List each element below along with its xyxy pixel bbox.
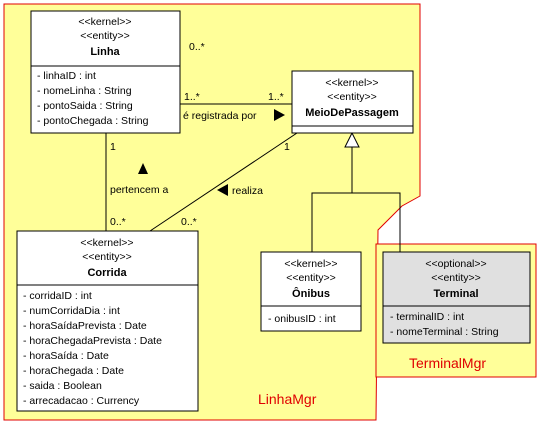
class-meio-stereotype-1: <<kernel>> [325,77,378,89]
assoc-label-registrada: é registrada por [183,110,257,122]
class-corrida-attr: - arrecadacao : Currency [23,395,140,407]
class-linha-stereotype-1: <<kernel>> [78,16,131,28]
class-corrida-stereotype-1: <<kernel>> [80,237,133,249]
class-meiodepassagem[interactable]: <<kernel>> <<entity>> MeioDePassagem [291,70,414,134]
mult-registrada-meio: 1..* [268,91,284,103]
assoc-line-realiza [149,126,307,232]
class-terminal-box [382,251,531,344]
assoc-label-realiza: realiza [232,185,263,197]
class-corrida-attr: - horaSaídaPrevista : Date [23,320,147,332]
class-onibus-box [260,251,362,332]
assoc-label-pertencem: pertencem a [110,184,169,196]
class-onibus[interactable]: <<kernel>> <<entity>> Ônibus - onibusID … [260,251,362,332]
class-meio-name: MeioDePassagem [305,107,399,119]
class-corrida-attr: - saida : Boolean [23,380,102,392]
class-meio-box [291,70,414,134]
class-onibus-stereotype-2: <<entity>> [286,272,336,284]
class-linha-attr: - pontoSaida : String [37,100,133,112]
class-terminal-stereotype-1: <<optional>> [425,258,486,270]
class-corrida-name: Corrida [87,267,127,279]
generalization-line-terminal [352,192,401,252]
class-corrida[interactable]: <<kernel>> <<entity>> Corrida - corridaI… [16,230,199,412]
class-corrida-attr: - corridaID : int [23,290,92,302]
class-linha-attr: - nomeLinha : String [37,85,132,97]
class-onibus-stereotype-1: <<kernel>> [284,258,337,270]
generalization-arrow [344,131,360,148]
class-linha-attr: - linhaID : int [37,70,96,82]
class-onibus-attr: - onibusID : int [268,313,336,325]
class-terminal-stereotype-2: <<entity>> [431,272,481,284]
class-linha-name: Linha [90,46,120,58]
class-corrida-attr: - horaChegadaPrevista : Date [23,335,162,347]
class-linha-box [30,10,181,134]
class-corrida-stereotype-2: <<entity>> [82,251,132,263]
generalization-line-onibus [311,147,353,252]
mult-realiza-meio: 1 [284,141,290,153]
direction-arrow-pertencem [138,163,148,174]
class-terminal-attr: - terminalID : int [390,311,464,323]
class-corrida-box [16,230,199,412]
class-meio-stereotype-2: <<entity>> [327,91,377,103]
class-terminal-name: Terminal [433,288,478,300]
class-linha-attr: - pontoChegada : String [37,115,149,127]
class-terminal[interactable]: <<optional>> <<entity>> Terminal - termi… [382,251,531,344]
class-onibus-name: Ônibus [292,287,330,300]
class-terminal-attr: - nomeTerminal : String [390,326,499,338]
class-linha-stereotype-2: <<entity>> [80,30,130,42]
mult-realiza-corrida: 0..* [181,216,197,228]
mult-pertencem-linha: 1 [110,141,116,153]
class-corrida-attr: - numCorridaDia : int [23,305,120,317]
class-linha[interactable]: <<kernel>> <<entity>> Linha - linhaID : … [30,10,181,134]
mult-pertencem-corrida: 0..* [110,216,126,228]
mult-registrada-linha: 1..* [184,91,200,103]
package-linhamgr-label: LinhaMgr [258,391,317,407]
class-corrida-attr: - horaSaída : Date [23,350,109,362]
direction-arrow-registrada [274,109,285,121]
direction-arrow-realiza [217,184,228,196]
class-corrida-attr: - horaChegada : Date [23,365,124,377]
package-terminalmgr-label: TerminalMgr [409,355,486,371]
mult-linha-top: 0..* [189,41,205,53]
